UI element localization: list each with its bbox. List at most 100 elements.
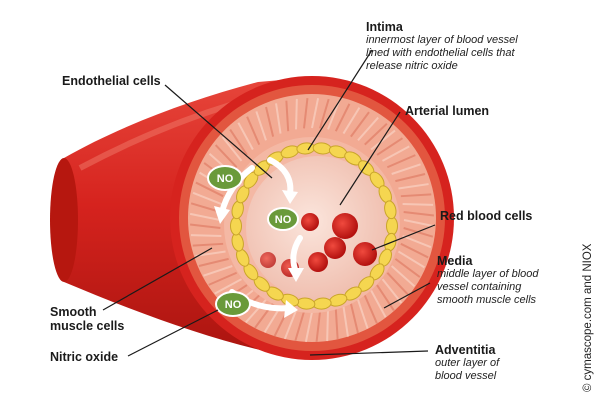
muscle-stripe [221, 136, 243, 162]
muscle-stripe [342, 306, 349, 337]
red-blood-cells-group [260, 213, 377, 277]
muscle-stripe [189, 223, 221, 230]
label-adventitia-desc-1: outer layer of [435, 357, 500, 369]
tube-back-end [50, 158, 78, 282]
muscle-stripe [214, 278, 243, 295]
red-blood-cell [324, 237, 346, 259]
leader-intima [307, 49, 373, 151]
endothelial-cell [386, 216, 398, 236]
red-blood-cell [301, 213, 319, 231]
label-smooth-muscle-cells: Smooth muscle cells [50, 305, 124, 333]
leader-red-blood-cells [371, 224, 436, 251]
muscle-stripe [370, 129, 396, 151]
copyright-notice: © cymascope.com and NIOX [582, 243, 594, 392]
muscle-stripe [327, 100, 341, 130]
muscle-stripe [349, 303, 359, 334]
muscle-stripe [255, 111, 267, 141]
muscle-stripe [391, 163, 421, 175]
muscle-stripe [275, 103, 282, 134]
red-blood-cell [353, 242, 377, 266]
muscle-stripe [386, 272, 410, 296]
muscle-stripe [370, 289, 387, 318]
label-adventitia-title: Adventitia [435, 343, 496, 357]
muscle-stripe [198, 257, 229, 267]
muscle-stripe [397, 250, 425, 269]
no-badge: NO [267, 207, 299, 231]
media-muscle-stripes [189, 97, 435, 343]
endothelial-cell [230, 216, 242, 236]
label-intima: Intima innermost layer of blood vessel l… [366, 20, 518, 73]
muscle-stripe [402, 203, 434, 206]
leader-smooth-muscle [102, 247, 213, 311]
muscle-stripe [214, 144, 238, 168]
label-adventitia-desc-2: blood vessel [435, 370, 497, 382]
muscle-stripe [386, 154, 416, 169]
no-badge-label: NO [217, 173, 234, 185]
muscle-stripe [283, 310, 297, 340]
muscle-stripe [357, 116, 379, 141]
leader-media [383, 282, 431, 309]
label-smooth-muscle-line-2: muscle cells [50, 319, 125, 333]
label-adventitia: Adventitia outer layer of blood vessel [435, 343, 499, 383]
muscle-stripe [190, 202, 221, 213]
muscle-stripe [237, 122, 254, 151]
label-media-desc-1: middle layer of blood [437, 268, 539, 280]
muscle-stripe [190, 234, 222, 237]
muscle-stripe [285, 100, 290, 132]
leader-adventitia [309, 350, 429, 356]
muscle-stripe [295, 98, 298, 130]
label-endothelial-cells: Endothelial cells [62, 74, 161, 88]
label-intima-desc-3: release nitric oxide [366, 60, 458, 72]
muscle-stripe [192, 242, 224, 247]
no-badge: NO [215, 291, 251, 317]
muscle-stripe [208, 271, 238, 286]
muscle-stripe [192, 191, 222, 205]
muscle-stripe [326, 310, 329, 342]
label-intima-desc-2: lined with endothelial cells that [366, 47, 515, 59]
muscle-stripe [357, 299, 369, 329]
muscle-stripe [381, 145, 410, 162]
label-intima-title: Intima [366, 20, 403, 34]
muscle-stripe [334, 103, 351, 132]
muscle-stripe [315, 311, 322, 343]
label-nitric-oxide: Nitric oxide [50, 350, 119, 364]
label-media-title: Media [437, 254, 473, 268]
muscle-stripe [400, 193, 432, 198]
label-media: Media middle layer of blood vessel conta… [437, 254, 539, 307]
muscle-stripe [189, 212, 221, 221]
leader-endothelial [164, 84, 273, 179]
muscle-stripe [398, 183, 429, 190]
muscle-stripe [381, 278, 403, 304]
muscle-stripe [403, 210, 435, 217]
muscle-stripe [376, 284, 395, 312]
label-media-desc-3: smooth muscle cells [437, 294, 537, 306]
muscle-stripe [394, 258, 421, 278]
muscle-stripe [342, 107, 361, 135]
arrow-curve-right [267, 157, 294, 197]
red-blood-cell [308, 252, 328, 272]
muscle-stripe [403, 219, 435, 228]
muscle-stripe [195, 181, 224, 198]
endothelial-cell-ring [230, 142, 398, 310]
leader-arterial-lumen [339, 111, 401, 206]
muscle-stripe [391, 265, 416, 287]
muscle-stripe [229, 128, 248, 156]
muscle-stripe [403, 227, 434, 238]
label-media-desc-2: vessel containing [437, 281, 522, 293]
muscle-stripe [203, 265, 233, 277]
muscle-stripe [395, 173, 426, 183]
label-intima-desc-1: innermost layer of blood vessel [366, 34, 518, 46]
muscle-stripe [294, 311, 305, 342]
arrow-heads [214, 190, 304, 318]
muscle-stripe [400, 242, 429, 259]
red-blood-cell [260, 252, 276, 268]
endothelial-cell [384, 200, 397, 220]
muscle-stripe [350, 111, 370, 138]
muscle-stripe [376, 137, 404, 156]
muscle-stripe [319, 98, 330, 129]
no-badge: NO [207, 165, 243, 191]
muscle-stripe [363, 294, 378, 324]
muscle-stripe [302, 97, 309, 129]
